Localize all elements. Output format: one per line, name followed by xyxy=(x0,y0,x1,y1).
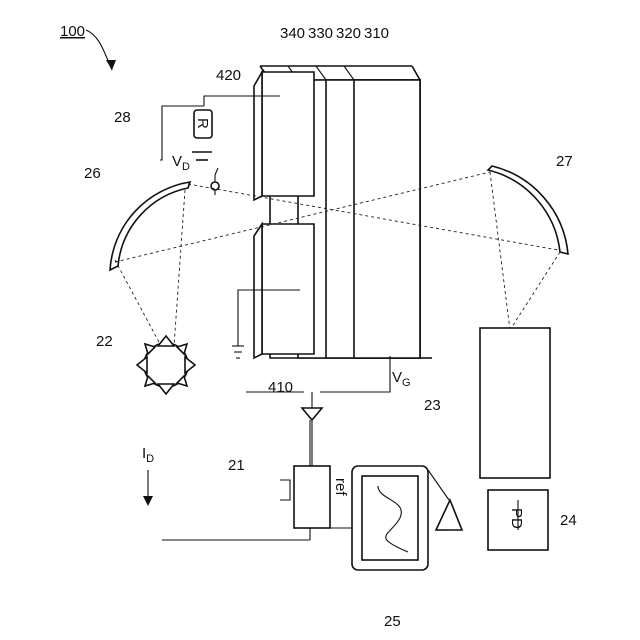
label-340: 340 xyxy=(280,25,305,42)
label-420: 420 xyxy=(216,67,241,84)
label-22: 22 xyxy=(96,333,113,350)
label-24: 24 xyxy=(560,512,577,529)
layer-310 xyxy=(354,80,420,358)
oscilloscope-screen xyxy=(362,476,418,560)
label-330: 330 xyxy=(308,25,333,42)
resistor-label: R xyxy=(194,118,211,129)
electrode-420 xyxy=(254,72,314,200)
mirror-27 xyxy=(488,166,568,254)
amplifier-icon xyxy=(436,500,462,530)
label-410: 410 xyxy=(268,379,293,396)
label-23: 23 xyxy=(424,397,441,414)
label-vg: VG xyxy=(392,369,411,389)
switch-contact xyxy=(211,182,219,190)
label-25: 25 xyxy=(384,613,401,630)
label-26: 26 xyxy=(84,165,101,182)
label-28: 28 xyxy=(114,109,131,126)
ref-label: ref xyxy=(332,478,349,496)
electrode-410 xyxy=(254,224,314,358)
label-100: 100 xyxy=(60,23,85,40)
detector-23 xyxy=(480,328,550,478)
rotated-figure: R xyxy=(110,66,568,570)
label-id: ID xyxy=(142,445,154,465)
light-source-icon xyxy=(137,336,195,394)
battery-icon xyxy=(192,152,212,160)
mirror-26 xyxy=(110,182,190,270)
pd-label: PD xyxy=(508,508,525,529)
label-21: 21 xyxy=(228,457,245,474)
label-27: 27 xyxy=(556,153,573,170)
label-vd: VD xyxy=(172,153,190,173)
id-arrow-icon xyxy=(143,496,153,506)
amp-to-vg-icon xyxy=(302,408,322,420)
generator-21 xyxy=(294,466,330,528)
pulse-icon xyxy=(280,480,290,500)
leader-100 xyxy=(86,30,112,70)
label-320: 320 xyxy=(336,25,361,42)
label-310: 310 xyxy=(364,25,389,42)
